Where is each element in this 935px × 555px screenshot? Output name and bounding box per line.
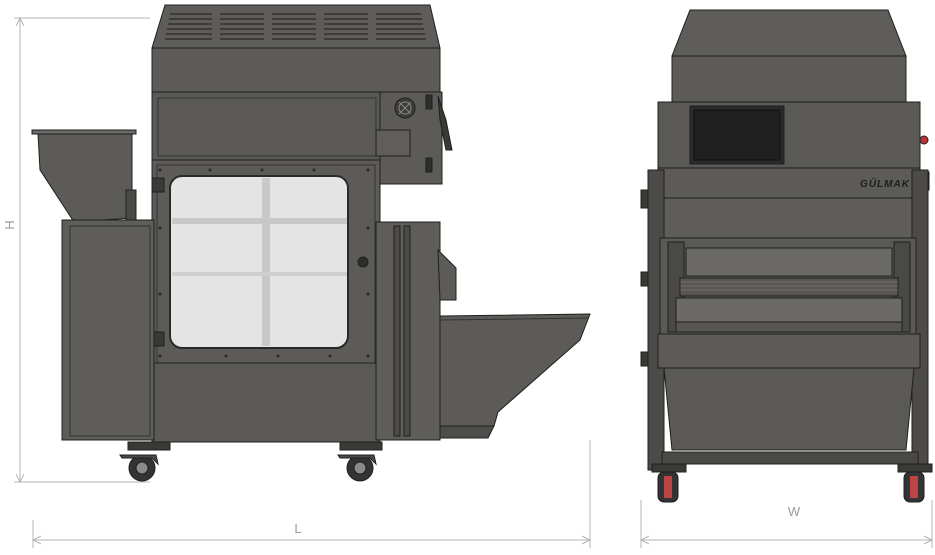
lower-tray bbox=[657, 333, 921, 369]
door-latch-icon[interactable] bbox=[357, 256, 369, 268]
input-hopper bbox=[31, 129, 137, 223]
width-label: W bbox=[788, 504, 801, 519]
length-label: L bbox=[294, 521, 301, 536]
front-view: GÜLMAK bbox=[640, 9, 933, 503]
caster-wheel-right bbox=[337, 441, 383, 482]
front-caster-right bbox=[897, 463, 933, 503]
top-vent-hood bbox=[151, 4, 441, 93]
mesh-belt bbox=[679, 277, 899, 297]
door-hinge-top bbox=[151, 177, 165, 193]
outlet-chute bbox=[437, 248, 591, 439]
caster-wheel-left bbox=[119, 441, 171, 482]
sieve-roller bbox=[685, 247, 893, 277]
left-side-panel bbox=[61, 219, 155, 441]
rivets bbox=[158, 168, 370, 358]
height-label: H bbox=[2, 220, 17, 229]
fan-box bbox=[375, 91, 453, 185]
dimension-lines bbox=[14, 16, 934, 548]
side-view bbox=[31, 4, 591, 482]
brand-logo: GÜLMAK bbox=[860, 177, 910, 190]
emergency-stop-icon[interactable] bbox=[919, 135, 929, 145]
front-top-hood bbox=[671, 9, 907, 57]
front-caster-left bbox=[651, 463, 687, 503]
upper-cabinet bbox=[151, 91, 381, 161]
inspection-window bbox=[169, 175, 349, 349]
vent-grille bbox=[165, 13, 426, 40]
